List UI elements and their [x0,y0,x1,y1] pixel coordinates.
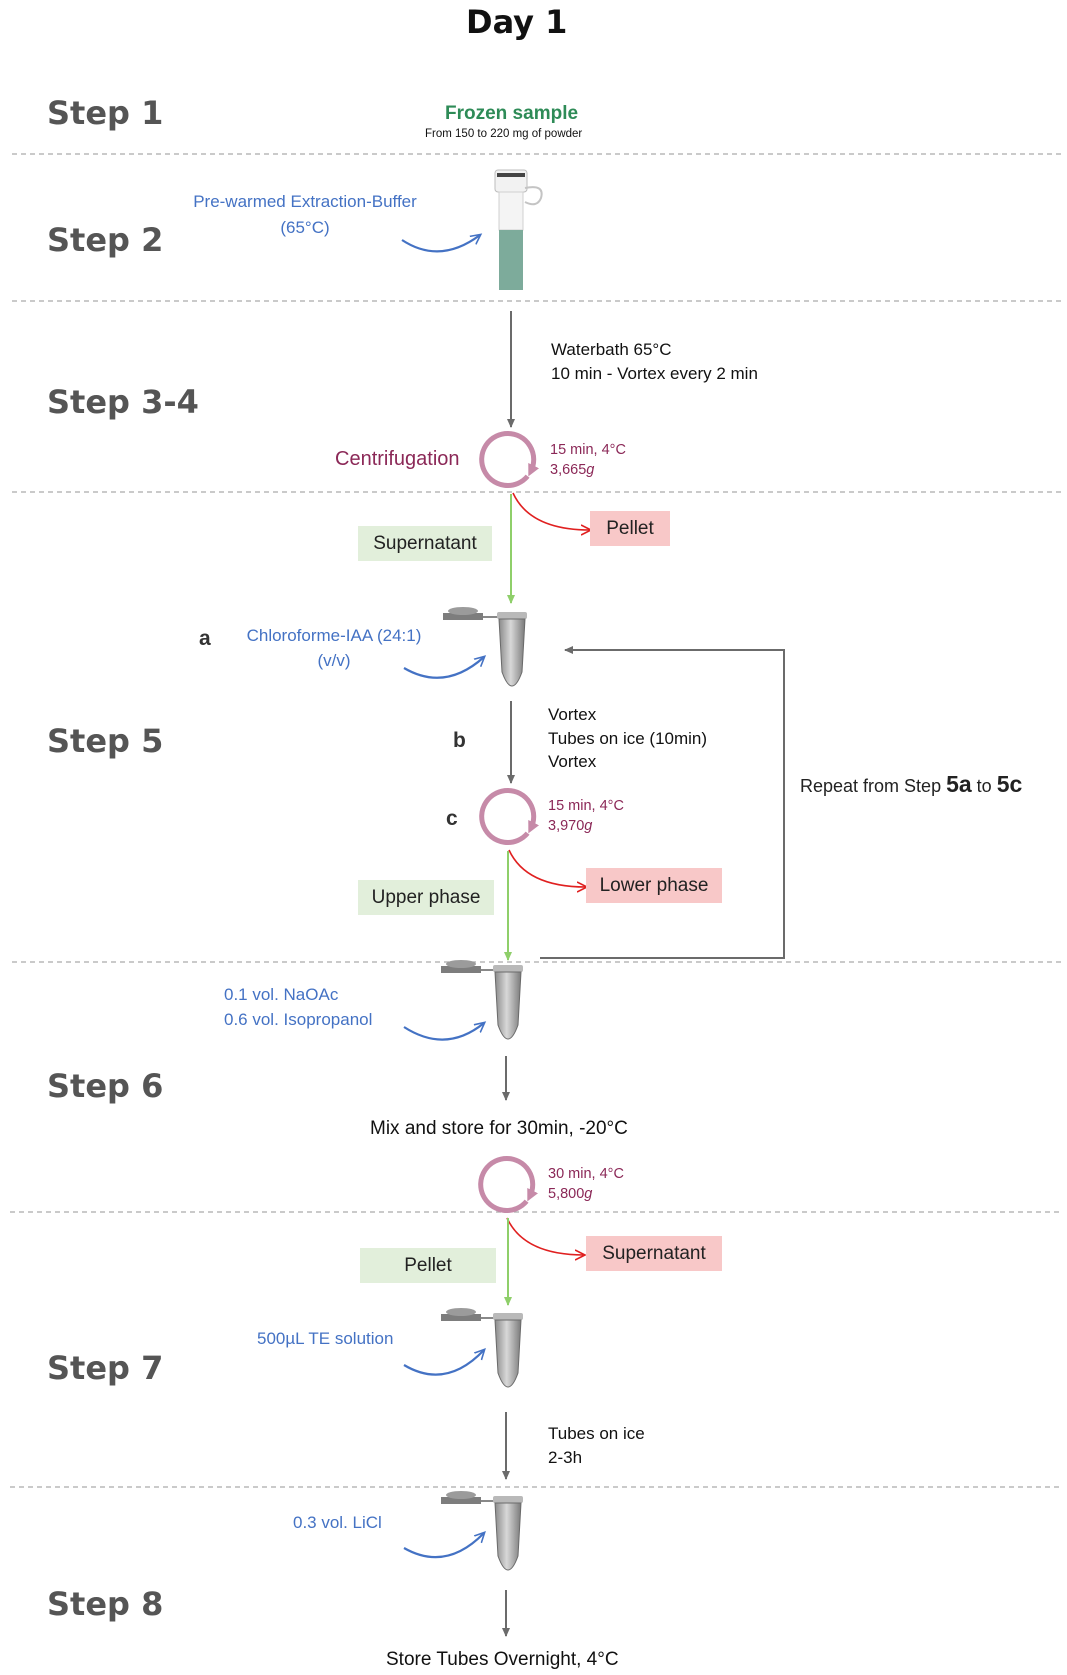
spin1-params: 15 min, 4°C 3,665g [550,442,626,478]
substep-b-label: b [453,729,466,752]
repeat-loop-arrow [540,646,785,959]
ice-line1: Tubes on ice [548,1424,645,1443]
step6-add-arrow [403,1023,484,1041]
spin2-params: 15 min, 4°C 3,970g [548,798,624,834]
centrifuge-icon [479,431,540,488]
chloroform-line1: Chloroforme-IAA (24:1) [246,626,422,645]
ice-line2: 2-3h [548,1447,583,1467]
discard-arrow-pellet [512,492,590,530]
spin2-force-value: 3,970 [548,817,585,834]
precipitation-line1: 0.1 vol. NaOAc [224,985,339,1004]
step-label-5: Step 5 [47,722,164,760]
repeat-to: 5c [996,771,1023,797]
chloroform-line2: (v/v) [317,650,351,670]
page-title: Day 1 [466,3,568,41]
precipitation-line2: 0.6 vol. Isopropanol [224,1009,373,1029]
discard-box-supernatant: Supernatant [586,1236,722,1271]
step-label-6: Step 6 [47,1067,164,1105]
spin3-params: 30 min, 4°C 5,800g [548,1166,624,1202]
step-separators [10,153,1062,1488]
substep-c-label: c [446,807,458,830]
spin3-force-unit: g [584,1185,593,1202]
spin2-time: 15 min, 4°C [548,798,624,814]
keep-box-supernatant: Supernatant [358,526,492,561]
substep-b-line3: Vortex [548,752,597,772]
spin2-force: 3,970g [548,818,624,835]
substep-b-line2: Tubes on ice (10min) [548,728,708,748]
repeat-prefix: Repeat from Step [800,776,947,796]
substep-a-label: a [199,627,211,650]
spin1-force: 3,665g [550,462,626,479]
repeat-mid: to [971,776,997,796]
chloroform-label: Chloroforme-IAA (24:1) (v/v) [232,626,436,670]
precipitation-reagents: 0.1 vol. NaOAc 0.6 vol. Isopropanol [224,985,372,1029]
centrifuge-icon [479,788,540,845]
step-label-8: Step 8 [47,1585,164,1623]
microtube-icon [441,1491,523,1571]
step5a-add-arrow [403,657,484,679]
step-label-3-4: Step 3-4 [47,383,199,421]
spin3-force: 5,800g [548,1186,624,1203]
microtube-icon [441,1308,523,1388]
centrifuge-icon [478,1156,539,1213]
ice-text: Tubes on ice 2-3h [548,1424,645,1467]
substep-b-text: Vortex Tubes on ice (10min) Vortex [548,705,707,772]
spin1-force-unit: g [586,461,595,478]
mix-store-label: Mix and store for 30min, -20°C [370,1118,628,1139]
licl-label: 0.3 vol. LiCl [293,1513,382,1532]
step7-add-arrow [403,1350,484,1376]
step-label-7: Step 7 [47,1349,164,1387]
spin2-force-unit: g [584,817,593,834]
waterbath-text: Waterbath 65°C 10 min - Vortex every 2 m… [551,340,758,383]
waterbath-line1: Waterbath 65°C [551,340,672,359]
substep-b-line1: Vortex [548,705,597,724]
store-overnight-label: Store Tubes Overnight, 4°C [386,1649,619,1670]
discard-box-pellet: Pellet [590,511,670,546]
step-label-1: Step 1 [47,94,164,132]
frozen-sample-title: Frozen sample [445,103,579,124]
repeat-from: 5a [946,771,972,797]
microtube-icon [441,960,523,1040]
waterbath-line2: 10 min - Vortex every 2 min [551,363,758,383]
keep-box-pellet: Pellet [360,1248,496,1283]
microtube-icon [443,607,527,687]
discard-box-lower-phase: Lower phase [586,868,722,903]
centrifugation-label: Centrifugation [335,448,460,470]
spin3-time: 30 min, 4°C [548,1166,624,1182]
discard-arrow-lower-phase [508,849,586,887]
step8-add-arrow [403,1533,484,1559]
step-label-2: Step 2 [47,221,164,259]
keep-box-upper-phase: Upper phase [358,880,494,915]
te-solution-label: 500µL TE solution [257,1329,394,1348]
repeat-label: Repeat from Step 5a to 5c [800,771,1022,797]
spin3-force-value: 5,800 [548,1185,585,1202]
extraction-buffer-label: Pre-warmed Extraction-Buffer (65°C) [185,192,425,237]
frozen-sample-subtitle: From 150 to 220 mg of powder [425,128,583,140]
discard-arrow-supernatant [506,1217,584,1255]
extraction-buffer-line2: (65°C) [280,217,330,237]
spin1-time: 15 min, 4°C [550,442,626,458]
extraction-buffer-line1: Pre-warmed Extraction-Buffer [193,192,417,211]
step2-add-arrow [401,235,480,253]
extraction-tube-icon [494,169,543,290]
spin1-force-value: 3,665 [550,461,587,478]
